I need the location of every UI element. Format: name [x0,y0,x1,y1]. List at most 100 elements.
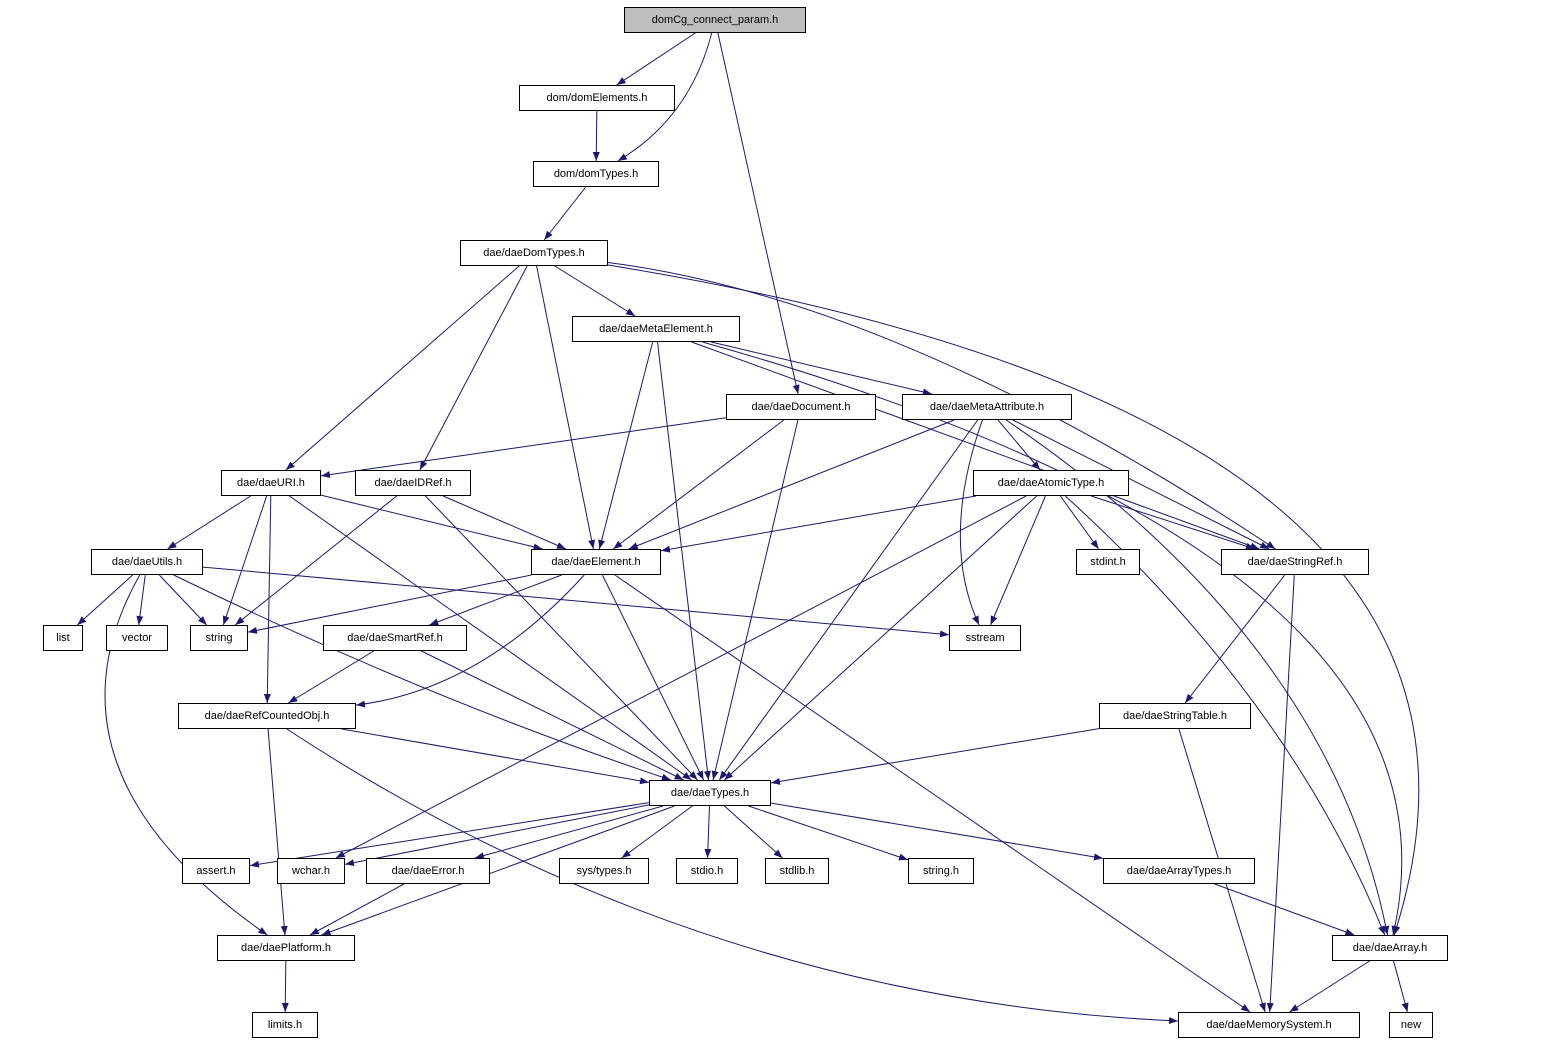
graph-node-sstream[interactable]: sstream [949,625,1021,651]
include-edge-daeTypes-to-daeError [474,805,664,859]
include-edge-daeDocument-to-daeURI [320,417,727,479]
include-edge-daeElement-to-string [247,574,532,634]
include-edge-daeIDRef-to-string [234,495,398,626]
include-edge-daeIDRef-to-daeElement [442,495,567,550]
include-edge-daeMetaElement-to-daeArray [702,341,1403,936]
graph-node-vector[interactable]: vector [106,625,168,651]
graph-node-daeStringRef[interactable]: dae/daeStringRef.h [1221,549,1369,575]
graph-node-daeError[interactable]: dae/daeError.h [366,858,490,884]
graph-node-limits[interactable]: limits.h [252,1012,318,1038]
include-edge-daeAtomicType-to-daeTypes [723,495,1038,781]
include-edge-daeURI-to-daeElement [320,494,543,551]
include-edge-root-to-domElements [616,32,696,86]
include-edge-domTypes-to-daeDomTypes [543,186,587,241]
graph-node-daePlatform[interactable]: dae/daePlatform.h [217,935,355,961]
include-edge-daeElement-to-daeSmartRef [429,574,562,626]
graph-node-domElements[interactable]: dom/domElements.h [519,85,675,111]
include-edge-daeTypes-to-assert [249,802,650,868]
graph-node-domTypes[interactable]: dom/domTypes.h [533,161,659,187]
graph-node-list[interactable]: list [43,625,83,651]
include-edge-daeRefCountedObj-to-daeMemorySystem [286,728,1179,1025]
include-edge-daeArray-to-daeMemorySystem [1289,960,1370,1013]
include-edge-daeTypes-to-wchar [344,804,650,867]
graph-node-daeRefCountedObj[interactable]: dae/daeRefCountedObj.h [178,703,356,729]
include-edge-daeElement-to-daeTypes [601,574,705,781]
include-edge-daeTypes-to-sysTypes [621,805,693,859]
graph-node-stdlib[interactable]: stdlib.h [765,858,829,884]
include-edge-daeUtils-to-daeTypes [173,574,672,781]
include-edge-daeDomTypes-to-daeStringRef [607,262,1276,550]
include-edge-daeURI-to-daeRefCountedObj [263,495,272,704]
graph-node-daeElement[interactable]: dae/daeElement.h [531,549,661,575]
graph-node-daeStringTable[interactable]: dae/daeStringTable.h [1099,703,1251,729]
include-edge-daeMetaElement-to-daeTypes [657,341,711,781]
include-edge-daeAtomicType-to-stdint [1059,495,1100,550]
include-edge-daeRefCountedObj-to-daeTypes [341,728,650,785]
graph-node-string[interactable]: string [190,625,248,651]
include-edge-daeUtils-to-list [77,574,133,626]
graph-node-stdio[interactable]: stdio.h [676,858,738,884]
include-edge-daeTypes-to-stdio [704,805,712,859]
graph-node-daeIDRef[interactable]: dae/daeIDRef.h [355,470,471,496]
include-edge-daeURI-to-daeUtils [167,495,251,550]
include-edge-daeDomTypes-to-daeElement [536,265,596,550]
graph-node-root[interactable]: domCg_connect_param.h [624,7,806,33]
include-edge-daeDomTypes-to-daeMetaElement [554,265,636,317]
graph-node-daeSmartRef[interactable]: dae/daeSmartRef.h [323,625,467,651]
include-edge-daeMetaAttribute-to-daeAtomicType [997,419,1041,471]
include-edge-daePlatform-to-limits [281,960,289,1013]
graph-node-daeArrayTypes[interactable]: dae/daeArrayTypes.h [1103,858,1255,884]
graph-node-sysTypes[interactable]: sys/types.h [559,858,649,884]
include-edge-daeArrayTypes-to-daeArray [1214,883,1355,936]
include-edge-daeDomTypes-to-daeIDRef [419,265,528,471]
include-edge-daeAtomicType-to-daeElement [660,495,977,553]
graph-node-daeURI[interactable]: dae/daeURI.h [221,470,321,496]
include-edge-daeElement-to-daeRefCountedObj [355,574,585,708]
graph-node-daeDocument[interactable]: dae/daeDocument.h [726,394,876,420]
graph-node-daeArray[interactable]: dae/daeArray.h [1332,935,1448,961]
include-edge-daeUtils-to-sstream [202,566,950,638]
include-edge-daeTypes-to-daePlatform [321,805,675,936]
include-edge-daeStringTable-to-daeTypes [770,728,1100,785]
include-edge-daeMetaAttribute-to-daeTypes [718,419,979,781]
include-edge-root-to-daeDocument [717,32,800,395]
graph-node-daeMetaAttribute[interactable]: dae/daeMetaAttribute.h [902,394,1072,420]
include-edge-daeSmartRef-to-daeRefCountedObj [288,650,374,704]
include-edge-daeDocument-to-daeTypes [711,419,799,781]
graph-node-new[interactable]: new [1389,1012,1433,1038]
include-edge-daeElement-to-daeMemorySystem [614,574,1251,1013]
graph-node-assert[interactable]: assert.h [182,858,250,884]
include-edge-daeTypes-to-stringH [748,805,909,861]
include-edge-daeURI-to-daeTypes [289,495,692,781]
include-edge-daeStringRef-to-daeStringTable [1184,574,1286,704]
graph-node-daeAtomicType[interactable]: dae/daeAtomicType.h [973,470,1129,496]
include-edge-daeMetaElement-to-daeMetaAttribute [711,341,932,396]
include-edge-daeTypes-to-daeArrayTypes [770,802,1104,861]
include-edge-daeDocument-to-daeElement [612,419,785,550]
graph-node-daeUtils[interactable]: dae/daeUtils.h [91,549,203,575]
include-edge-root-to-domTypes [617,32,713,162]
include-edge-daeAtomicType-to-wchar [335,495,1027,859]
include-edge-daeAtomicType-to-daeStringRef [1090,495,1256,550]
include-edge-daeMetaElement-to-daeElement [598,341,654,550]
include-edge-daeDomTypes-to-daeArray [607,264,1420,936]
graph-node-stdint[interactable]: stdint.h [1076,549,1140,575]
include-edge-daeMetaElement-to-daeStringRef [691,341,1260,550]
include-edge-daeTypes-to-stdlib [724,805,783,859]
include-edge-daeAtomicType-to-sstream [990,495,1046,626]
graph-node-daeTypes[interactable]: dae/daeTypes.h [649,780,771,806]
include-edge-daeArray-to-new [1393,960,1409,1013]
include-edge-daeUtils-to-string [158,574,208,626]
include-edge-daeMetaAttribute-to-daeElement [628,419,955,550]
graph-node-daeMemorySystem[interactable]: dae/daeMemorySystem.h [1178,1012,1360,1038]
include-edge-daeError-to-daePlatform [309,883,405,936]
include-edge-daeMetaAttribute-to-sstream [959,419,983,626]
graph-node-daeDomTypes[interactable]: dae/daeDomTypes.h [460,240,608,266]
graph-node-daeMetaElement[interactable]: dae/daeMetaElement.h [572,316,740,342]
include-edge-daeStringRef-to-daeMemorySystem [1266,574,1295,1013]
graph-node-stringH[interactable]: string.h [908,858,974,884]
include-edge-daeURI-to-string [222,495,268,626]
include-edge-daeDomTypes-to-daeURI [285,265,520,471]
graph-node-wchar[interactable]: wchar.h [277,858,345,884]
